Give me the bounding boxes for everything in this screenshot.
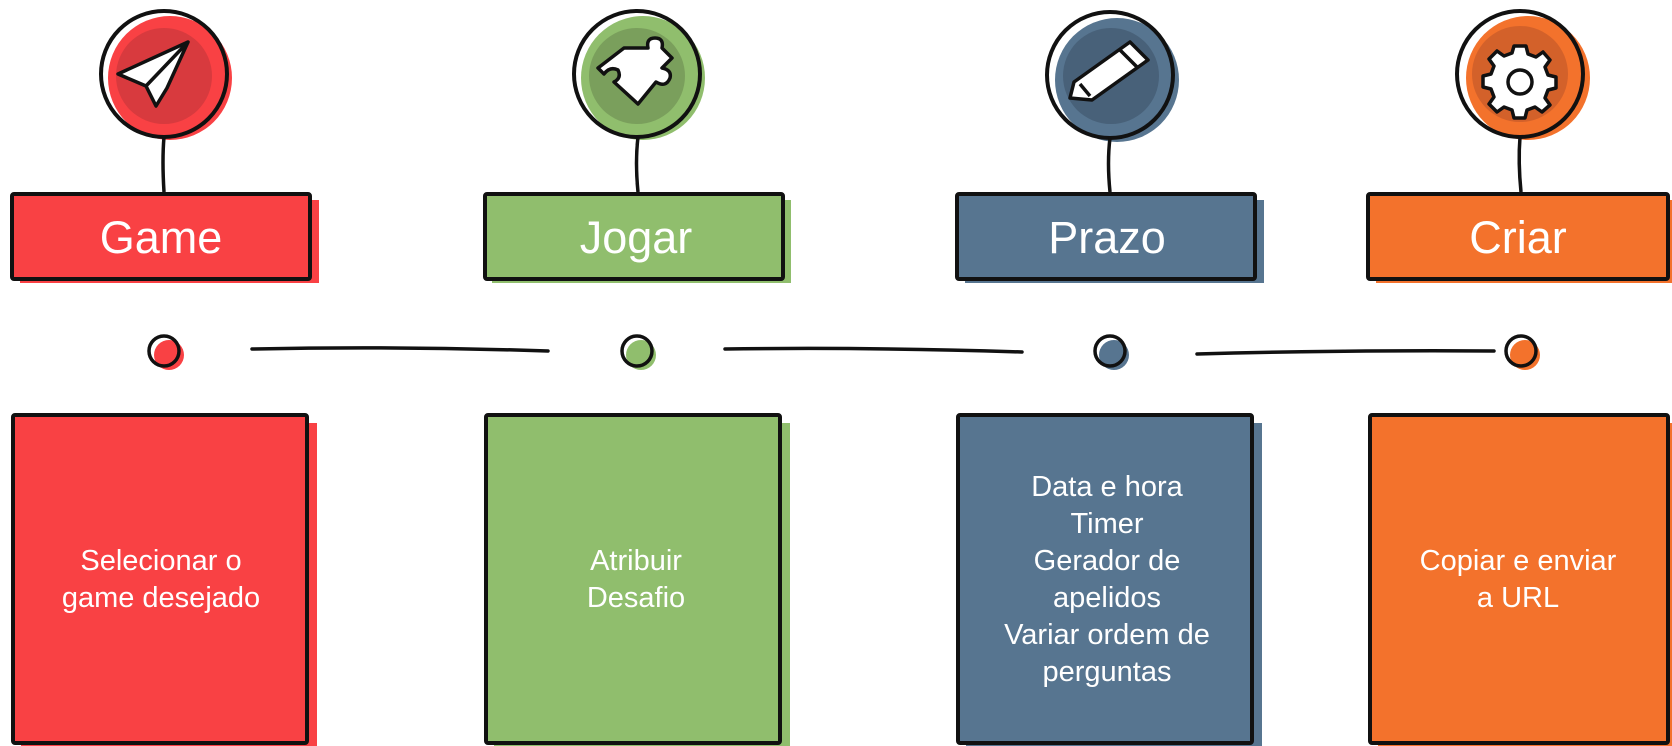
step-description-line: a URL bbox=[1476, 582, 1560, 614]
step-prazo: Prazo Data e hora Timer Gerador de apeli… bbox=[957, 0, 1257, 746]
timeline-connector-3 bbox=[1195, 349, 1496, 356]
pencil-icon bbox=[1068, 40, 1150, 102]
step-description-line: apelidos bbox=[1052, 582, 1162, 614]
step-description-line: Data e hora bbox=[1031, 471, 1183, 503]
step-jogar: Jogar Atribuir Desafio bbox=[486, 0, 786, 746]
step-description: Atribuir Desafio bbox=[500, 425, 772, 735]
step-game-graphics bbox=[10, 9, 319, 746]
step-description: Copiar e enviar a URL bbox=[1382, 425, 1654, 735]
gear-icon bbox=[1481, 44, 1558, 120]
step-description: Data e hora Timer Gerador de apelidos Va… bbox=[971, 425, 1243, 735]
step-description-line: Gerador de bbox=[1033, 545, 1181, 577]
step-description: Selecionar o game desejado bbox=[25, 425, 297, 735]
step-criar: Criar Copiar e enviar a URL bbox=[1368, 0, 1668, 746]
step-description-line: game desejado bbox=[61, 582, 261, 614]
step-game: Game Selecionar o game desejado bbox=[11, 0, 311, 746]
step-description-line: perguntas bbox=[1042, 656, 1172, 688]
timeline-connector-2 bbox=[723, 346, 1024, 354]
step-title: Game bbox=[99, 212, 223, 263]
step-description-line: Selecionar o bbox=[80, 545, 242, 577]
puzzle-piece-icon bbox=[596, 36, 674, 106]
step-title: Prazo bbox=[1048, 212, 1166, 263]
step-description-line: Variar ordem de bbox=[1004, 619, 1210, 651]
step-jogar-graphics bbox=[483, 9, 791, 746]
step-criar-graphics bbox=[1366, 9, 1672, 746]
step-description-line: Timer bbox=[1070, 508, 1144, 540]
timeline-connector-1 bbox=[250, 346, 550, 353]
step-description-line: Copiar e enviar bbox=[1419, 545, 1617, 577]
step-description-line: Desafio bbox=[586, 582, 686, 614]
paper-plane-icon bbox=[116, 40, 190, 108]
step-description-line: Atribuir bbox=[590, 545, 682, 577]
step-prazo-graphics bbox=[955, 10, 1264, 746]
step-title: Criar bbox=[1469, 212, 1567, 263]
step-title: Jogar bbox=[579, 212, 693, 263]
